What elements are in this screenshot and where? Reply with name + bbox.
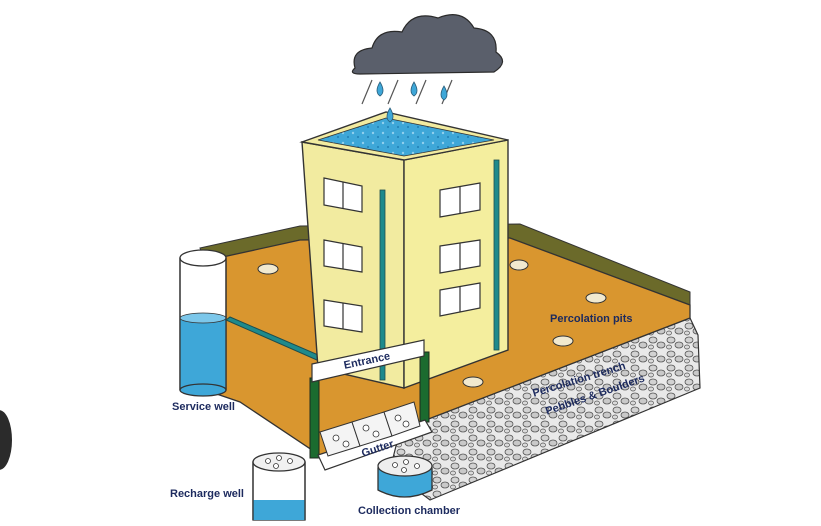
raindrop-icon (376, 81, 384, 97)
label-recharge-well: Recharge well (170, 488, 244, 500)
collection-chamber (377, 455, 433, 498)
service-well (179, 249, 227, 397)
percolation-pit (257, 263, 279, 275)
downpipe-left (379, 189, 386, 381)
left-windows (323, 177, 363, 333)
raindrop-icon (410, 81, 418, 97)
building (299, 111, 509, 390)
rain-cloud-icon (351, 14, 504, 75)
percolation-pit (585, 292, 607, 304)
percolation-pits (257, 259, 607, 388)
label-percolation-pits: Percolation pits (550, 313, 633, 325)
gutter (317, 401, 433, 471)
entrance-post-left (309, 377, 320, 459)
edge-overlay-circle (0, 410, 12, 470)
recharge-well (252, 452, 306, 521)
percolation-pit (462, 376, 484, 388)
label-collection-chamber: Collection chamber (358, 505, 461, 517)
percolation-pit (552, 335, 574, 347)
right-windows (439, 182, 481, 317)
downpipe-right (493, 159, 500, 351)
raindrops (376, 81, 448, 123)
raindrop-icon (386, 107, 394, 123)
rain-lines (361, 79, 453, 105)
entrance-post-right (419, 351, 430, 423)
raindrop-icon (440, 85, 448, 101)
label-service-well: Service well (172, 401, 235, 413)
percolation-pit (509, 259, 529, 271)
entrance-sign-board (311, 339, 425, 383)
gutter-slab (383, 401, 421, 437)
entrance-structure (309, 339, 430, 459)
roof-water (317, 117, 495, 157)
